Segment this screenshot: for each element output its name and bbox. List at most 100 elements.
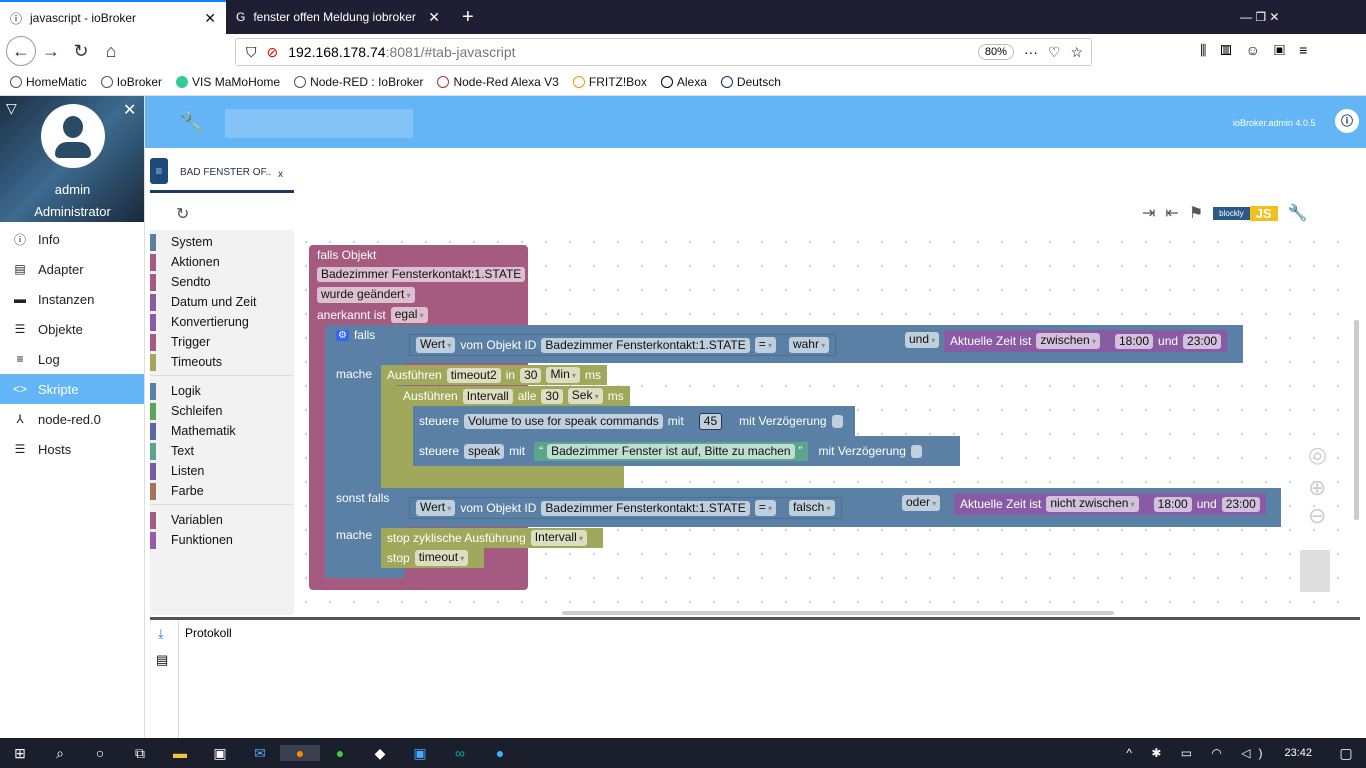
horizontal-scrollbar[interactable]: [562, 611, 1114, 615]
pocket-icon[interactable]: ♡: [1047, 43, 1061, 60]
windows-start-icon[interactable]: ⊞: [14, 744, 26, 761]
reload-icon[interactable]: ↻: [73, 40, 89, 61]
logic-dropdown[interactable]: und: [905, 332, 940, 348]
bookmark-star-icon[interactable]: ☆: [1070, 43, 1083, 60]
cortana-icon[interactable]: ○: [95, 745, 105, 761]
notifications-icon[interactable]: ▢: [1339, 744, 1353, 761]
object-id-field[interactable]: Badezimmer Fensterkontakt:1.STATE: [541, 500, 750, 516]
wrench-icon[interactable]: 🔧: [179, 112, 204, 134]
interval-block[interactable]: [397, 386, 413, 476]
edge-icon[interactable]: ●: [495, 745, 505, 761]
bookmark[interactable]: HomeMatic: [10, 75, 87, 89]
state-field[interactable]: Volume to use for speak commands: [464, 413, 663, 429]
script-tab[interactable]: ≡ BAD FENSTER OF.. x: [150, 155, 294, 193]
trash-icon[interactable]: [1300, 550, 1330, 592]
wrench-icon[interactable]: 🔧: [1287, 205, 1308, 222]
sidebar-item-objekte[interactable]: ☰Objekte: [0, 314, 144, 344]
time-field[interactable]: 18:00: [1153, 496, 1192, 512]
text-block[interactable]: “Badezimmer Fenster ist auf, Bitte zu ma…: [534, 441, 808, 461]
toolbox-category[interactable]: Aktionen: [150, 252, 294, 272]
sidebar-item-adapter[interactable]: ▤Adapter: [0, 254, 144, 284]
toolbox-category[interactable]: Variablen: [150, 510, 294, 530]
delay-field[interactable]: 30: [520, 367, 542, 383]
toolbox-category[interactable]: Farbe: [150, 481, 294, 501]
store-icon[interactable]: ▣: [213, 744, 227, 761]
toolbox-category[interactable]: Logik: [150, 381, 294, 401]
operator-dropdown[interactable]: =: [754, 500, 776, 516]
more-icon[interactable]: ···: [1023, 44, 1038, 60]
bookmark[interactable]: Node-RED : IoBroker: [294, 75, 423, 89]
app-icon[interactable]: ◆: [374, 744, 386, 761]
clock[interactable]: 23:42: [1284, 747, 1312, 759]
trigger-type-dropdown[interactable]: wurde geändert: [317, 287, 415, 303]
zoom-in-icon[interactable]: ⊕: [1308, 475, 1327, 500]
zoom-badge[interactable]: 80%: [977, 44, 1014, 60]
operator-dropdown[interactable]: =: [754, 337, 776, 353]
window-controls[interactable]: — ❐ ✕: [1240, 10, 1280, 24]
sidebar-item-hosts[interactable]: ☰Hosts: [0, 434, 144, 464]
bookmark[interactable]: Deutsch: [720, 75, 781, 89]
menu-icon[interactable]: ≡: [150, 158, 168, 184]
toolbox-category[interactable]: Listen: [150, 461, 294, 481]
text-field[interactable]: Badezimmer Fenster ist auf, Bitte zu mac…: [547, 443, 795, 459]
toolbox-category[interactable]: Text: [150, 441, 294, 461]
toolbox-category[interactable]: Konvertierung: [150, 312, 294, 332]
back-icon[interactable]: ←: [6, 36, 36, 66]
state-field[interactable]: speak: [464, 443, 505, 459]
search-icon[interactable]: ⌕: [56, 744, 64, 761]
forward-icon[interactable]: →: [42, 40, 60, 61]
close-tab-icon[interactable]: ✕: [428, 8, 440, 25]
bookmark[interactable]: Node-Red Alexa V3: [437, 75, 559, 89]
dropdown-icon[interactable]: ▽: [6, 100, 17, 116]
toolbox-category[interactable]: Mathematik: [150, 421, 294, 441]
gear-icon[interactable]: ⚙: [336, 329, 349, 341]
task-view-icon[interactable]: ⧉: [135, 744, 145, 761]
bool-dropdown[interactable]: wahr: [788, 337, 830, 353]
flag-icon[interactable]: ⚑: [1188, 205, 1204, 222]
timeout-block[interactable]: [381, 365, 397, 488]
browser-toolbar-icons[interactable]: ⫼▥☺▣≡: [1200, 42, 1322, 58]
timeout-name-field[interactable]: timeout2: [446, 367, 501, 383]
sidebar-item-node-red[interactable]: ⅄node-red.0: [0, 404, 144, 434]
number-field[interactable]: 45: [698, 412, 723, 430]
close-sidebar-icon[interactable]: ✕: [123, 102, 137, 119]
chrome-icon[interactable]: ●: [335, 745, 345, 761]
interval-field[interactable]: 30: [541, 388, 563, 404]
bookmark[interactable]: FRITZ!Box: [572, 75, 647, 89]
time-compare-dropdown[interactable]: zwischen: [1036, 333, 1100, 349]
vscode-icon[interactable]: ▣: [413, 744, 427, 761]
close-script-tab-icon[interactable]: x: [278, 169, 283, 180]
value-dropdown[interactable]: Wert: [416, 500, 456, 516]
toolbox-category[interactable]: Schleifen: [150, 401, 294, 421]
refresh-icon[interactable]: ↻: [176, 206, 190, 223]
mail-icon[interactable]: ✉: [254, 744, 266, 761]
timeout-dropdown[interactable]: timeout: [414, 550, 469, 566]
bookmark[interactable]: Alexa: [660, 75, 707, 89]
bookmark[interactable]: VIS MaMoHome: [176, 75, 280, 89]
time-field[interactable]: 18:00: [1114, 333, 1154, 349]
value-dropdown[interactable]: Wert: [416, 337, 456, 353]
toolbox-category[interactable]: Datum und Zeit: [150, 292, 294, 312]
close-tab-icon[interactable]: ✕: [204, 9, 216, 26]
time-field[interactable]: 23:00: [1183, 333, 1222, 349]
toolbox-category[interactable]: System: [150, 232, 294, 252]
export-icon[interactable]: ⇥: [1142, 205, 1156, 222]
bool-dropdown[interactable]: falsch: [788, 500, 835, 516]
unit-dropdown[interactable]: Min: [546, 367, 581, 383]
object-id-field[interactable]: Badezimmer Fensterkontakt:1.STATE: [317, 267, 526, 282]
time-compare-dropdown[interactable]: nicht zwischen: [1046, 496, 1139, 512]
sidebar-item-skripte[interactable]: <>Skripte: [0, 374, 144, 404]
ack-dropdown[interactable]: egal: [390, 307, 428, 323]
url-bar[interactable]: ⛉⊘192.168.178.74:8081/#tab-javascript 80…: [235, 38, 1092, 66]
sidebar-item-log[interactable]: ≡Log: [0, 344, 144, 374]
toolbox-category[interactable]: Timeouts: [150, 352, 294, 372]
toolbox-category[interactable]: Trigger: [150, 332, 294, 352]
unit-dropdown[interactable]: Sek: [567, 388, 603, 404]
